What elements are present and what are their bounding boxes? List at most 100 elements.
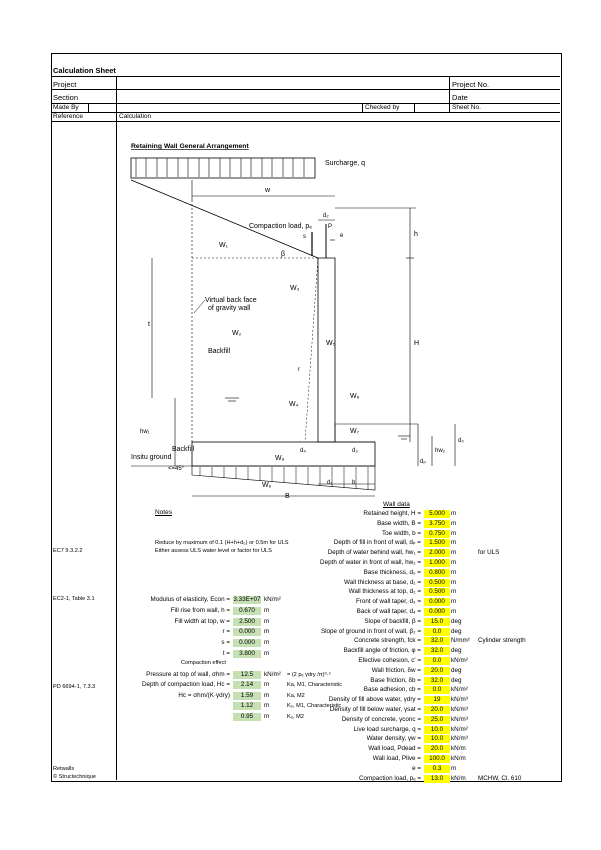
left-data-value: 3.800 xyxy=(233,650,261,658)
wall-data-label: Compaction load, pₑ = xyxy=(358,774,421,782)
wall-data-unit: kN/m³ xyxy=(451,735,468,743)
wall-data-unit: kN/m³ xyxy=(451,706,468,713)
wall-data-unit: N/mm² xyxy=(451,637,470,645)
wall-data-label: Backfill angle of friction, φ = xyxy=(343,647,421,655)
wall-data-label: Density of fill above water, γdry = xyxy=(328,696,421,704)
wall-data-unit: deg xyxy=(451,676,462,684)
angle-45: <=45° xyxy=(168,466,185,472)
wall-data-value: 13.0 xyxy=(424,774,450,783)
left-data-label: r = xyxy=(222,628,230,636)
base-slab xyxy=(191,441,376,467)
comp-value: 1.12 xyxy=(233,702,261,711)
wall-data-unit: m xyxy=(451,608,457,615)
wall-data-label: Slope of backfill, β = xyxy=(364,617,421,625)
wall-data-label: Base adhesion, cb = xyxy=(363,686,421,694)
header-divider xyxy=(51,89,560,90)
wall-data-value: 0.750 xyxy=(424,529,450,538)
comp-extra: Ka, M2 xyxy=(287,692,305,699)
weight-w3: W₃ xyxy=(290,285,300,292)
comp-unit: kN/m² xyxy=(264,671,281,678)
left-data-label: s = xyxy=(221,639,230,647)
dim-B: B xyxy=(285,493,290,500)
left-data-value: 3.33E+07 xyxy=(233,596,261,604)
weight-w7: W₇ xyxy=(350,428,360,435)
dim-H: H xyxy=(414,340,419,347)
header-divider xyxy=(51,76,560,77)
wall-data-value: 0.000 xyxy=(424,598,450,607)
wall-data-value: 0.3 xyxy=(424,764,450,773)
left-data-unit: m xyxy=(264,650,270,657)
insitu-ground-label: Insitu ground xyxy=(131,454,172,461)
comp-value: 0.95 xyxy=(233,712,261,721)
wall-data-label: Density of fill below water, γsat = xyxy=(329,706,421,713)
left-data-unit: m xyxy=(264,639,270,647)
wall-data-label: Density of concrete, γconc = xyxy=(341,715,421,723)
dim-hw1: hw₁ xyxy=(140,429,150,435)
comp-label: Depth of compaction load, Hc = xyxy=(141,681,230,689)
wall-data-unit: m xyxy=(451,764,457,772)
wall-data-label: Wall thickness at base, d₁ = xyxy=(344,578,421,586)
wall-data-value: 0.0 xyxy=(424,657,450,665)
date-label: Date xyxy=(452,93,468,102)
weight-w6: W₆ xyxy=(350,393,360,400)
wall-data-value: 5.000 xyxy=(424,510,450,518)
wall-data-unit: m xyxy=(451,559,457,566)
weight-w5: W₅ xyxy=(326,340,336,347)
left-data-value: 0.000 xyxy=(233,628,261,637)
wall-data-value: 3.750 xyxy=(424,519,450,528)
load-p: P xyxy=(328,224,332,230)
dim-d1: d₁ xyxy=(327,480,332,486)
wall-data-unit: m xyxy=(451,539,457,547)
wall-data-unit: m xyxy=(451,549,457,557)
header-col-divider xyxy=(414,103,415,112)
comp-extra: = (2 pₑ γdry /π)⁰·⁵ xyxy=(287,672,331,678)
header-divider xyxy=(51,121,560,122)
wall-data-label: Back of wall taper, d₄ = xyxy=(356,608,421,615)
left-data-unit: m xyxy=(264,606,270,614)
backfill-label-2: Backfill xyxy=(172,446,195,453)
wall-data-value: 0.000 xyxy=(424,608,450,616)
wall-data-note: for ULS xyxy=(478,549,500,557)
wall-data-label: Efective cohesion, c' = xyxy=(358,657,421,664)
wall-data-value: 15.0 xyxy=(424,617,450,626)
comp-value: 2.14 xyxy=(233,681,261,690)
retaining-wall-diagram: Retaining Wall General Arrangement Surch… xyxy=(130,143,464,500)
left-data-label: Fill rise from wall, h = xyxy=(170,606,230,614)
wall-data-label: Water density, γw = xyxy=(366,735,421,743)
wall-data-unit: deg xyxy=(451,627,462,635)
wall-data-label: Wall load, Plive = xyxy=(372,755,421,762)
dim-d0: d₀ xyxy=(458,438,464,444)
weight-w9: W₉ xyxy=(262,482,272,489)
calculation-label: Calculation xyxy=(119,113,152,120)
note-1: Reduce by maximum of 0.1 (H+h+d₀) or 0.5… xyxy=(155,540,289,546)
left-data-unit: kN/m² xyxy=(264,596,281,603)
comp-value: 1.59 xyxy=(233,691,261,700)
wall-stem xyxy=(317,257,336,443)
wall-data-value: 32.0 xyxy=(424,637,450,646)
note-2: Either assess ULS water level or factor … xyxy=(155,548,272,554)
wall-data-unit: kN/m² xyxy=(451,657,468,664)
dim-d2: d₂ xyxy=(323,213,329,219)
weight-w2: W₂ xyxy=(232,330,242,337)
project-label: Project xyxy=(53,80,77,89)
dim-d3: d₃ xyxy=(352,448,358,454)
wall-data-value: 2.000 xyxy=(424,549,450,558)
comp-extra: K₀, M1, Characteristic xyxy=(287,703,342,710)
ref-ec7: EC7 9.3.2.2 xyxy=(53,548,83,554)
made-by-label: Made By xyxy=(53,104,79,111)
wall-data-label: Depth of fill in front of wall, dₚ = xyxy=(333,539,421,547)
wall-data-label: Base thickness, d₀ = xyxy=(363,568,421,576)
wall-data-label: Concrete strength, fck = xyxy=(353,637,421,645)
dim-t: t xyxy=(148,321,150,328)
comp-extra: Ka, M1, Characteristic xyxy=(287,682,343,689)
left-data-value: 0.670 xyxy=(233,606,261,615)
header-divider xyxy=(51,112,560,113)
angle-beta: β xyxy=(281,251,285,258)
wall-data-value: 0.500 xyxy=(424,578,450,587)
wall-data-unit: m xyxy=(451,598,457,606)
wall-data-unit: kN/m³ xyxy=(451,715,468,723)
left-data-label: Modulus of elasticity, Econ = xyxy=(150,596,230,603)
wall-data-value: 100.0 xyxy=(424,755,450,763)
dim-r: r xyxy=(298,367,300,373)
dim-dp: dₚ xyxy=(420,459,426,465)
